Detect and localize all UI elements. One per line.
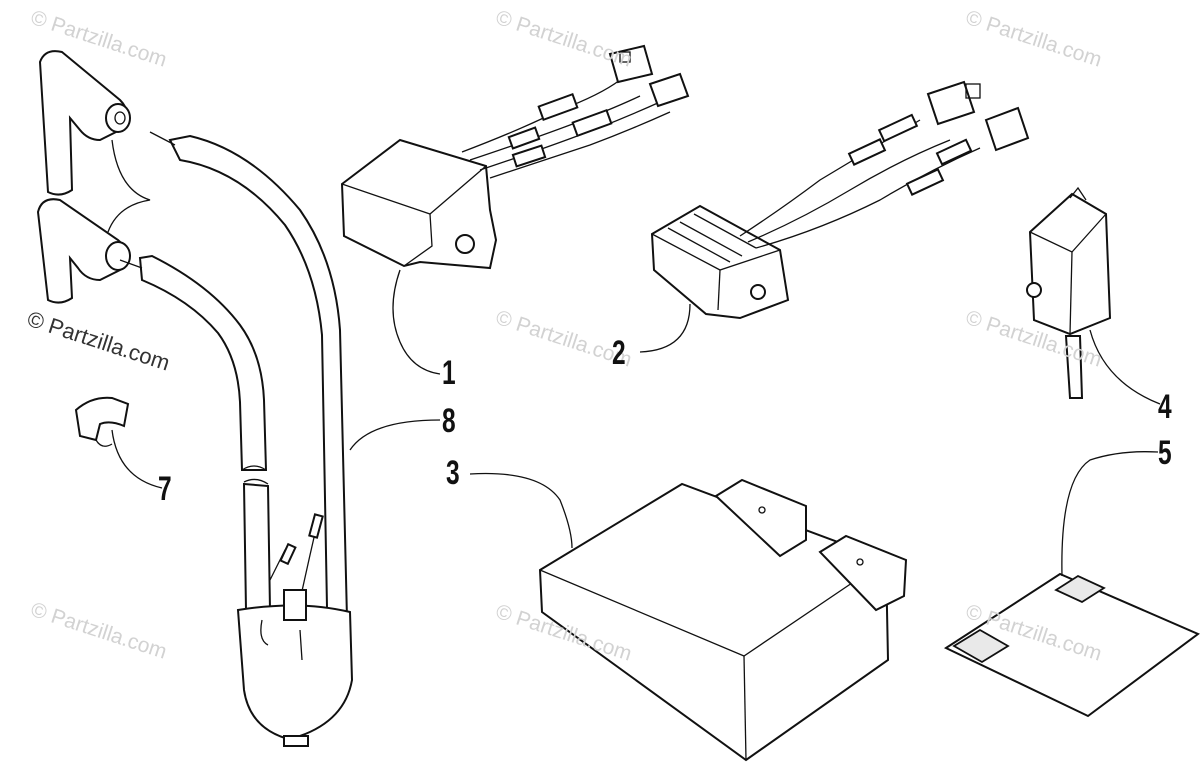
part-4-sensor — [1026, 186, 1112, 399]
part-5-pad — [943, 572, 1200, 718]
leader-lines — [111, 269, 1161, 577]
callout-8: 8 — [442, 402, 456, 440]
part-1-cdi-unit — [340, 44, 690, 270]
part-8-ignition-coil — [36, 50, 354, 747]
callout-5: 5 — [1158, 434, 1172, 472]
part-7-clamp — [74, 396, 130, 447]
callout-3: 3 — [446, 454, 460, 492]
callout-1: 1 — [442, 354, 456, 392]
part-3-ecu — [538, 478, 908, 762]
callout-7: 7 — [158, 470, 172, 508]
callout-4: 4 — [1158, 388, 1172, 426]
part-2-regulator-rectifier — [650, 80, 1030, 320]
callout-2: 2 — [612, 334, 626, 372]
